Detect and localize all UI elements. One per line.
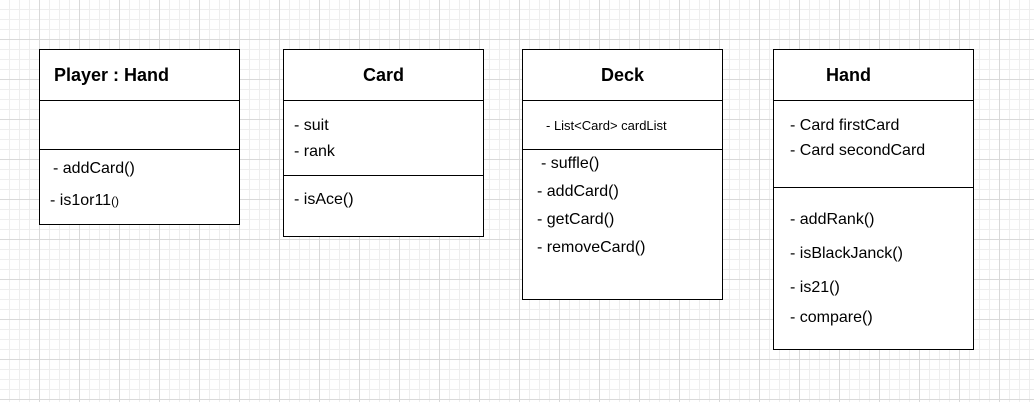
methods-section (40, 149, 239, 224)
class-deck[interactable]: Deck - List<Card> cardList - suffle() - … (522, 49, 723, 300)
method-suffle: - suffle() (541, 155, 600, 172)
class-title: Card (362, 65, 404, 85)
attribute-second-card: - Card secondCard (790, 142, 926, 159)
methods-section (284, 175, 483, 236)
method-add-card: - addCard() (53, 160, 135, 177)
class-title: Player : Hand (54, 65, 170, 85)
attributes-section (523, 100, 722, 150)
attribute-rank: - rank (294, 143, 335, 160)
attributes-section (774, 100, 973, 188)
method-is21: - is21() (790, 279, 840, 296)
method-is-ace: - isAce() (294, 191, 354, 208)
method-get-card: - getCard() (537, 211, 615, 228)
class-card[interactable]: Card - suit - rank - isAce() (283, 49, 484, 237)
method-is1or11: - is1or11() (50, 192, 120, 209)
method-is-black-janck: - isBlackJanck() (790, 245, 903, 262)
attribute-card-list: - List<Card> cardList (546, 118, 667, 133)
attributes-section (284, 100, 483, 176)
attributes-section (40, 100, 239, 150)
method-remove-card: - removeCard() (537, 239, 646, 256)
class-player-hand[interactable]: Player : Hand - addCard() - is1or11() (39, 49, 240, 225)
attribute-first-card: - Card firstCard (790, 117, 900, 134)
class-title: Hand (826, 65, 871, 85)
class-title: Deck (600, 65, 645, 85)
attribute-suit: - suit (294, 117, 329, 134)
class-hand[interactable]: Hand - Card firstCard - Card secondCard … (773, 49, 974, 350)
method-add-rank: - addRank() (790, 211, 875, 228)
methods-section (523, 149, 722, 299)
methods-section (774, 187, 973, 349)
method-add-card: - addCard() (537, 183, 619, 200)
method-compare: - compare() (790, 309, 873, 326)
